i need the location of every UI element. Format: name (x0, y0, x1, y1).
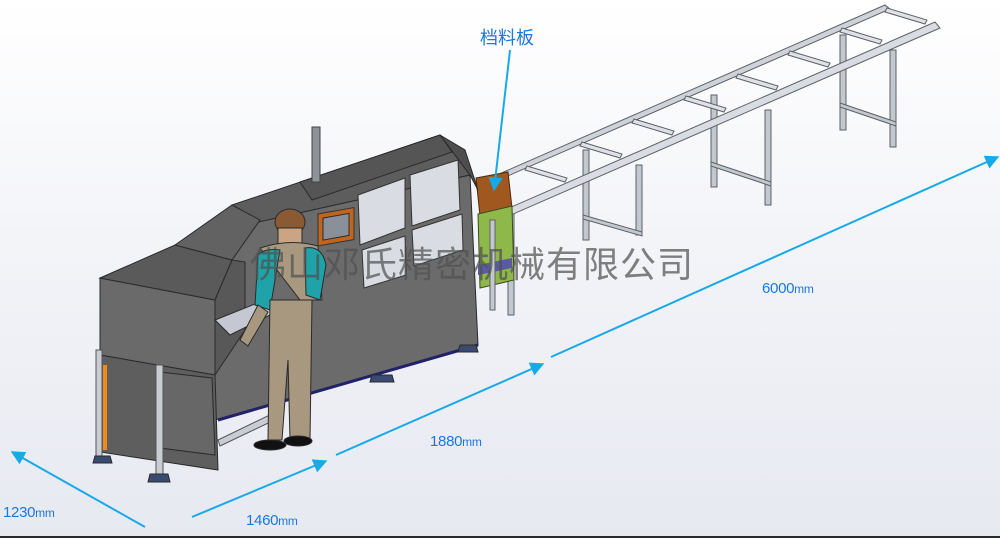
dim-unit: mm (35, 506, 55, 520)
stop-plate-leader (488, 49, 511, 192)
dim-arrow-1880-a (335, 362, 545, 456)
signal-tower (311, 126, 321, 183)
orange-strip (103, 365, 107, 450)
dim-unit: mm (794, 282, 814, 296)
conveyor-back-rail (489, 4, 891, 183)
dim-value: 6000 (762, 280, 795, 297)
conveyor-legs (507, 34, 897, 316)
conveyor-front-rail (499, 21, 941, 219)
company-watermark: 佛山邓氏精密机械有限公司 (250, 245, 695, 286)
dim-arrow-1460 (191, 459, 328, 518)
dimension-lines (10, 49, 1000, 528)
stop-plate-callout: 档料板 (480, 28, 534, 49)
dim-arrow-6000 (550, 155, 1000, 358)
dim-arrow-1230 (10, 451, 146, 528)
dim-label-1880: 1880mm (430, 433, 482, 450)
operator-figure (239, 208, 327, 451)
dim-label-1460: 1460mm (246, 512, 298, 529)
dim-value: 1230 (3, 504, 36, 521)
conveyor-rungs (524, 7, 928, 183)
dim-unit: mm (278, 514, 298, 528)
conveyor-rack (489, 4, 941, 316)
dim-label-1230: 1230mm (3, 504, 55, 521)
bottom-border (0, 536, 1000, 538)
dim-unit: mm (462, 435, 482, 449)
dim-label-6000: 6000mm (762, 280, 814, 297)
stop-plate (475, 171, 515, 311)
dim-value: 1460 (246, 512, 279, 529)
dim-value: 1880 (430, 433, 463, 450)
machine-windows (357, 159, 464, 289)
